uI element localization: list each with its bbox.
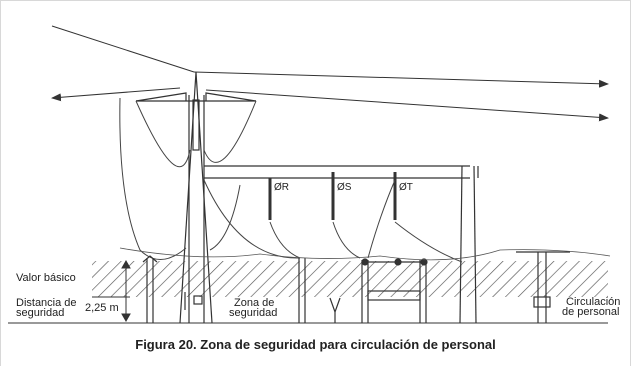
zona-label-line2: seguridad: [229, 307, 278, 319]
figure-caption: Figura 20. Zona de seguridad para circul…: [135, 337, 496, 352]
zona-label-line1: Zona de: [234, 297, 275, 309]
equipment: [142, 251, 570, 323]
overhead-lines: [51, 25, 609, 122]
busbar-gantry: [204, 165, 479, 324]
phase-label-r: ØR: [274, 182, 289, 193]
phase-label-s: ØS: [337, 182, 352, 193]
tower-conductors: [119, 97, 257, 260]
dimension-arrow: [92, 259, 131, 323]
phase-connectors: [203, 179, 463, 263]
distancia-label-line2: seguridad: [16, 307, 65, 319]
transmission-tower: [135, 71, 257, 324]
ground-profile: [119, 247, 611, 261]
circulacion-label-line2: de personal: [562, 306, 620, 318]
distancia-label-line1: Distancia de: [16, 297, 77, 309]
phase-label-t: ØT: [399, 182, 413, 193]
circulacion-label-line1: Circulación: [566, 296, 621, 308]
safety-zone-hatch: [92, 261, 608, 297]
measure-label: 2,25 m: [85, 302, 119, 314]
valor-basico-label: Valor básico: [16, 272, 76, 284]
phase-insulators: [268, 172, 397, 220]
